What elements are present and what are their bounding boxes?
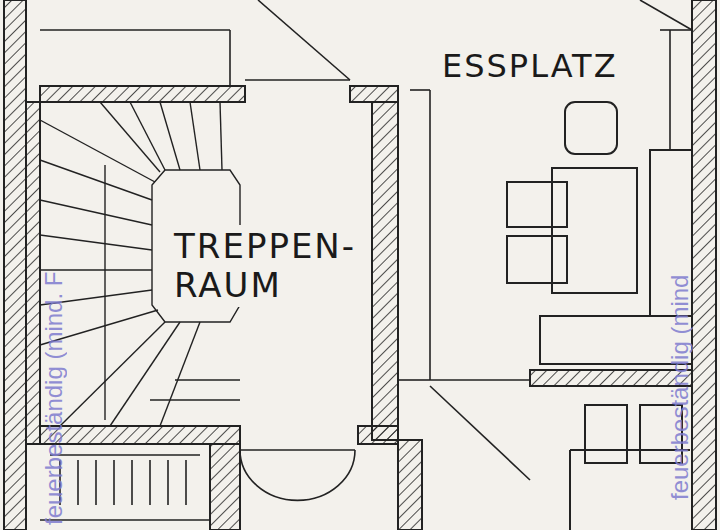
room-label: ESSPLATZ [442,48,618,85]
plan-lines [40,0,692,520]
dining-furniture [507,102,692,530]
room-label: TREPPEN- RAUM [170,225,360,307]
stamp-watermark: feuerbeständig (mind [666,275,694,500]
stamp-watermark: feuerbeständig (mind. F [40,272,68,525]
walls [4,0,716,530]
